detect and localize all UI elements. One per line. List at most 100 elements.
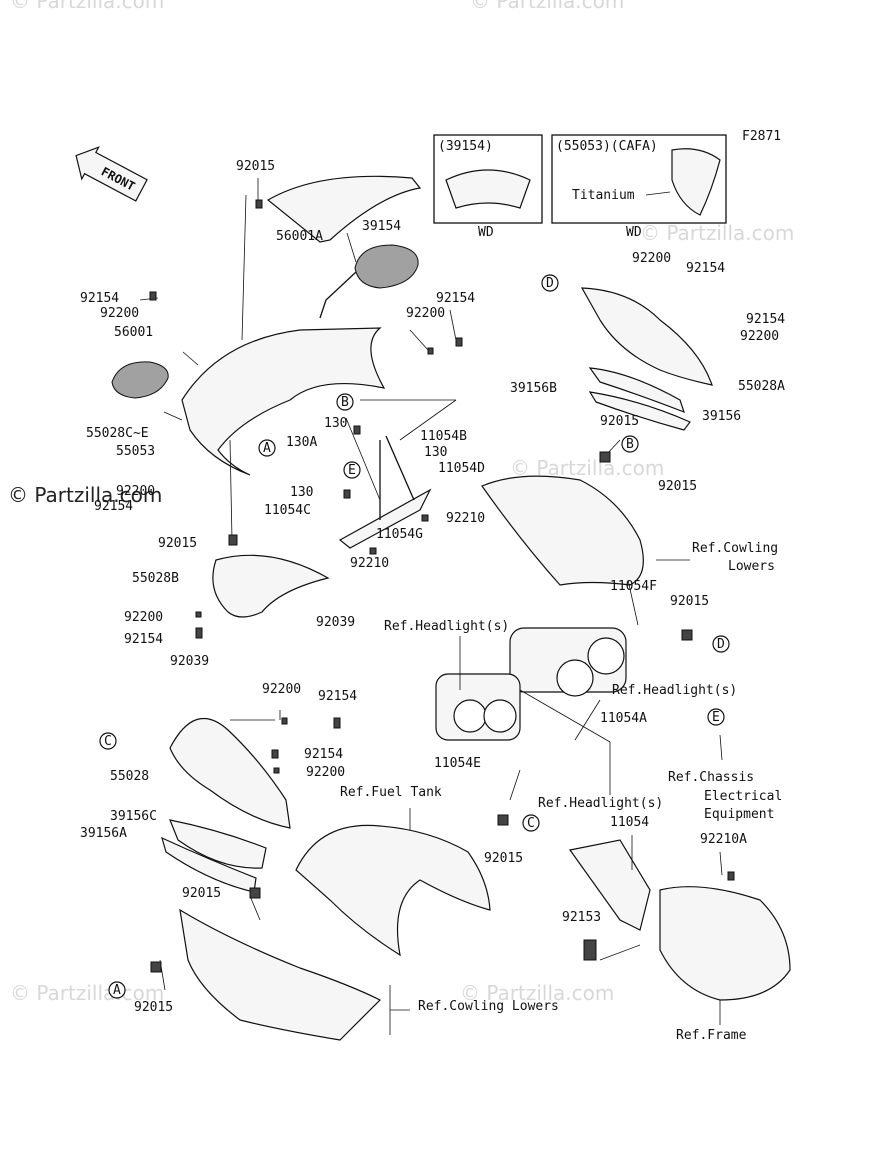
label-55028B: 55028B — [132, 571, 179, 586]
label-11054D: 11054D — [438, 461, 485, 476]
ref-cowling-lowers: Ref.Cowling Lowers — [418, 999, 559, 1014]
label-92210A: 92210A — [700, 832, 747, 847]
inset-left-variant: WD — [478, 225, 494, 240]
label-92200-f: 92200 — [740, 329, 779, 344]
label-39156A: 39156A — [80, 826, 127, 841]
figure-code: F2871 — [742, 129, 781, 144]
callout-c-1: C — [104, 734, 112, 749]
label-92015-r2: 92015 — [658, 479, 697, 494]
front-arrow-icon: FRONT — [75, 146, 148, 202]
mirror-right-part — [354, 244, 419, 289]
label-56001A: 56001A — [276, 229, 323, 244]
callout-e-2: E — [712, 710, 720, 725]
ref-headlight-2: Ref.Headlight(s) — [612, 683, 737, 698]
label-92200-h: 92200 — [306, 765, 345, 780]
watermark-bottom-mid: © Partzilla.com — [460, 981, 614, 1005]
windshield-variant-sketch — [445, 169, 531, 209]
label-130-b: 130 — [424, 445, 447, 460]
callout-e-1: E — [348, 463, 356, 478]
label-92154-f: 92154 — [746, 312, 785, 327]
leader-lines — [139, 178, 723, 1035]
inset-right-variant: WD — [626, 225, 642, 240]
label-92015-top: 92015 — [236, 159, 275, 174]
upper-cowl-part — [181, 327, 386, 476]
ref-chassis-line1: Ref.Chassis — [668, 770, 754, 785]
callout-d-1: D — [546, 276, 554, 291]
part-labels: 92015 39154 56001A 92154 92200 56001 921… — [80, 159, 785, 1043]
label-92210-a: 92210 — [446, 511, 485, 526]
frame-head-part — [659, 886, 791, 1001]
label-92200-a: 92200 — [100, 306, 139, 321]
label-130A: 130A — [286, 435, 317, 450]
label-92200-g: 92200 — [262, 682, 301, 697]
callout-b-2: B — [626, 437, 634, 452]
side-panel-55028-part — [169, 717, 291, 829]
label-92015-c: 92015 — [484, 851, 523, 866]
cowl-stay-11054-part — [568, 839, 651, 931]
label-130-a: 130 — [324, 416, 347, 431]
stay-bracket-part — [338, 488, 432, 549]
label-92154-e: 92154 — [686, 261, 725, 276]
label-39154: 39154 — [362, 219, 401, 234]
label-92154-g: 92154 — [318, 689, 357, 704]
label-56001: 56001 — [114, 325, 153, 340]
inset-right-code: (55053)(CAFA) — [556, 139, 658, 154]
inner-trim-39156C-part — [169, 819, 267, 869]
label-11054B: 11054B — [420, 429, 467, 444]
label-92200-c: 92200 — [116, 484, 155, 499]
label-55028A: 55028A — [738, 379, 785, 394]
label-55028CE: 55028C~E — [86, 426, 149, 441]
callout-d-2: D — [717, 637, 725, 652]
label-92015-r1: 92015 — [600, 414, 639, 429]
callout-circles: A B B D D E E C C A — [99, 274, 730, 999]
label-92154-b: 92154 — [436, 291, 475, 306]
label-39156C: 39156C — [110, 809, 157, 824]
side-cowl-left-part — [179, 908, 382, 1041]
copyright-text: © Partzilla.com — [8, 483, 162, 507]
label-92039-a: 92039 — [316, 615, 355, 630]
ref-frame: Ref.Frame — [676, 1028, 747, 1043]
label-130-c: 130 — [290, 485, 313, 500]
label-92200-e: 92200 — [632, 251, 671, 266]
side-panel-55028A-part — [580, 287, 713, 386]
ref-headlight-1: Ref.Headlight(s) — [384, 619, 509, 634]
ref-fuel-tank: Ref.Fuel Tank — [340, 785, 442, 800]
label-92154-d: 92154 — [124, 632, 163, 647]
label-11054E: 11054E — [434, 756, 481, 771]
ref-cowling-line1: Ref.Cowling — [692, 541, 778, 556]
mirror-left-part — [111, 361, 169, 399]
watermark-top-right: © Partzilla.com — [470, 0, 624, 13]
label-92200-d: 92200 — [124, 610, 163, 625]
windshield-part — [266, 175, 422, 243]
fasteners — [149, 199, 735, 973]
watermark-right: © Partzilla.com — [640, 221, 794, 245]
label-11054A: 11054A — [600, 711, 647, 726]
label-55028: 55028 — [110, 769, 149, 784]
side-cowl-right-part — [481, 475, 644, 586]
inner-trim-39156A-part — [161, 836, 257, 893]
label-39156B: 39156B — [510, 381, 557, 396]
inner-trim-39156B-part — [588, 367, 685, 414]
watermark-top-left: © Partzilla.com — [10, 0, 164, 13]
fuel-tank-side-cover-part — [295, 824, 491, 957]
label-92154-h: 92154 — [304, 747, 343, 762]
inset-right-material: Titanium — [572, 188, 635, 203]
callout-c-2: C — [527, 816, 535, 831]
callout-a-1: A — [263, 441, 271, 456]
callout-a-2: A — [113, 983, 121, 998]
label-39156: 39156 — [702, 409, 741, 424]
label-92153: 92153 — [562, 910, 601, 925]
ref-chassis-line3: Equipment — [704, 807, 774, 822]
label-92210-b: 92210 — [350, 556, 389, 571]
label-11054G: 11054G — [376, 527, 423, 542]
ref-chassis-line2: Electrical — [704, 789, 782, 804]
upper-cowl-variant-sketch — [671, 148, 721, 216]
label-92200-b: 92200 — [406, 306, 445, 321]
headlight-assembly-left — [435, 673, 521, 741]
headlight-assembly-right — [509, 627, 627, 697]
watermark-bottom-left: © Partzilla.com — [10, 981, 164, 1005]
label-92015-bottom: 92015 — [134, 1000, 173, 1015]
label-92154-a: 92154 — [80, 291, 119, 306]
inset-box-right — [551, 134, 727, 224]
